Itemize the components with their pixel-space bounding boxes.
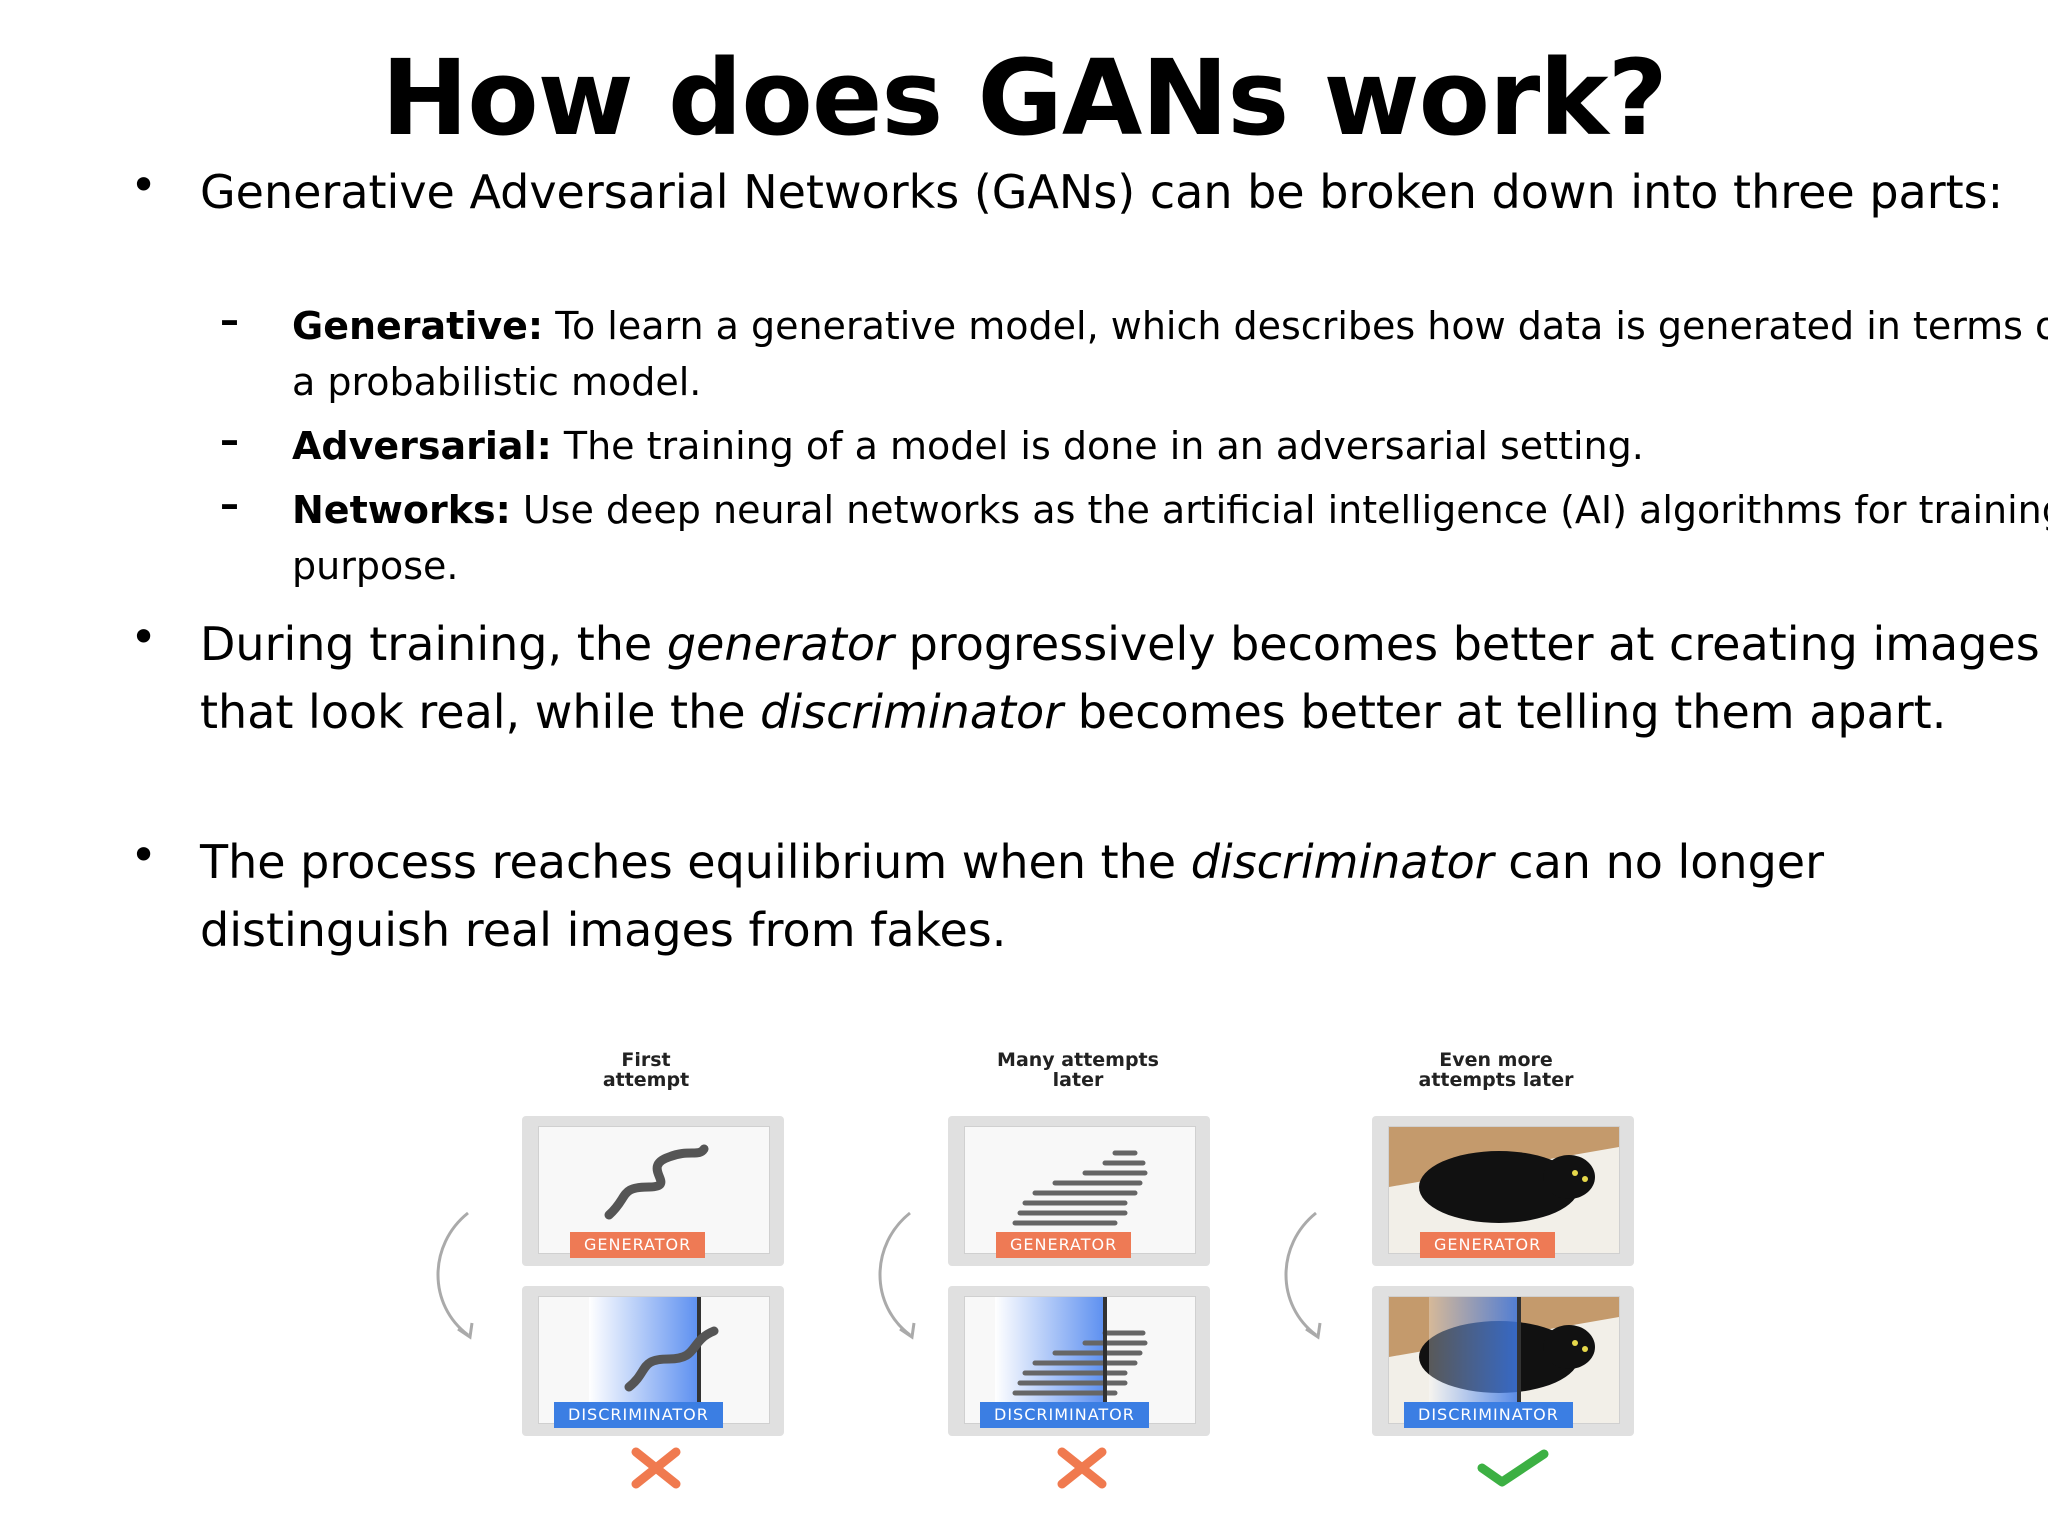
- stage-caption: Many attempts later: [997, 1049, 1159, 1091]
- check-icon: [1474, 1446, 1549, 1490]
- discriminator-panel: DISCRIMINATOR: [522, 1286, 784, 1436]
- sub-bullet-label: Adversarial:: [292, 424, 552, 468]
- bullet-marker: •: [130, 828, 158, 882]
- bullet-text: can no longer distinguish real images fr…: [200, 835, 1824, 957]
- sub-bullet-marker: –: [220, 418, 239, 462]
- sub-bullet-marker: –: [220, 482, 239, 526]
- cross-icon: [1052, 1446, 1112, 1490]
- cycle-arrow-icon: [870, 1205, 930, 1345]
- discriminator-label: DISCRIMINATOR: [980, 1402, 1149, 1428]
- gan-training-figure: First attempt GENERATOR DISCRIMINATOR: [0, 1040, 2048, 1536]
- stage-caption: First attempt: [602, 1049, 690, 1091]
- bullet-text: During training, the: [200, 617, 667, 671]
- rough-cat-image: [1012, 1150, 1148, 1226]
- generator-panel: GENERATOR: [1372, 1116, 1634, 1266]
- sub-bullet-marker: –: [220, 298, 239, 342]
- term-discriminator: discriminator: [760, 685, 1064, 739]
- bullet-marker: •: [130, 610, 158, 664]
- discriminator-panel: DISCRIMINATOR: [1372, 1286, 1634, 1436]
- sub-bullet-label: Networks:: [292, 488, 511, 532]
- scribble-image: [604, 1144, 709, 1220]
- cat-photo-image: [1389, 1127, 1619, 1253]
- term-discriminator: discriminator: [1190, 835, 1494, 889]
- bullet-text: Generative Adversarial Networks (GANs) c…: [200, 165, 2004, 219]
- term-generator: generator: [666, 617, 894, 671]
- discriminator-panel: DISCRIMINATOR: [948, 1286, 1210, 1436]
- cross-icon: [626, 1446, 686, 1490]
- cycle-arrow-icon: [1276, 1205, 1336, 1345]
- sub-bullet-text: The training of a model is done in an ad…: [551, 424, 1644, 468]
- sub-bullet-label: Generative:: [292, 304, 544, 348]
- bullet-text: The process reaches equilibrium when the: [200, 835, 1191, 889]
- bullet-marker: •: [130, 158, 158, 212]
- generator-panel: GENERATOR: [522, 1116, 784, 1266]
- stage-caption: Even more attempts later: [1418, 1049, 1574, 1091]
- bullet-text: progressively becomes better at creating…: [200, 617, 2040, 739]
- discriminator-label: DISCRIMINATOR: [554, 1402, 723, 1428]
- sub-bullet-text: Use deep neural networks as the artifici…: [292, 488, 2048, 588]
- slide-title: How does GANs work?: [381, 37, 1668, 159]
- generator-label: GENERATOR: [1420, 1232, 1556, 1258]
- bullet-text: becomes better at telling them apart.: [1063, 685, 1947, 739]
- generator-panel: GENERATOR: [948, 1116, 1210, 1266]
- generator-label: GENERATOR: [570, 1232, 706, 1258]
- generator-label: GENERATOR: [996, 1232, 1132, 1258]
- discriminator-label: DISCRIMINATOR: [1404, 1402, 1573, 1428]
- cycle-arrow-icon: [428, 1205, 488, 1345]
- sub-bullet-text: To learn a generative model, which descr…: [292, 304, 2048, 404]
